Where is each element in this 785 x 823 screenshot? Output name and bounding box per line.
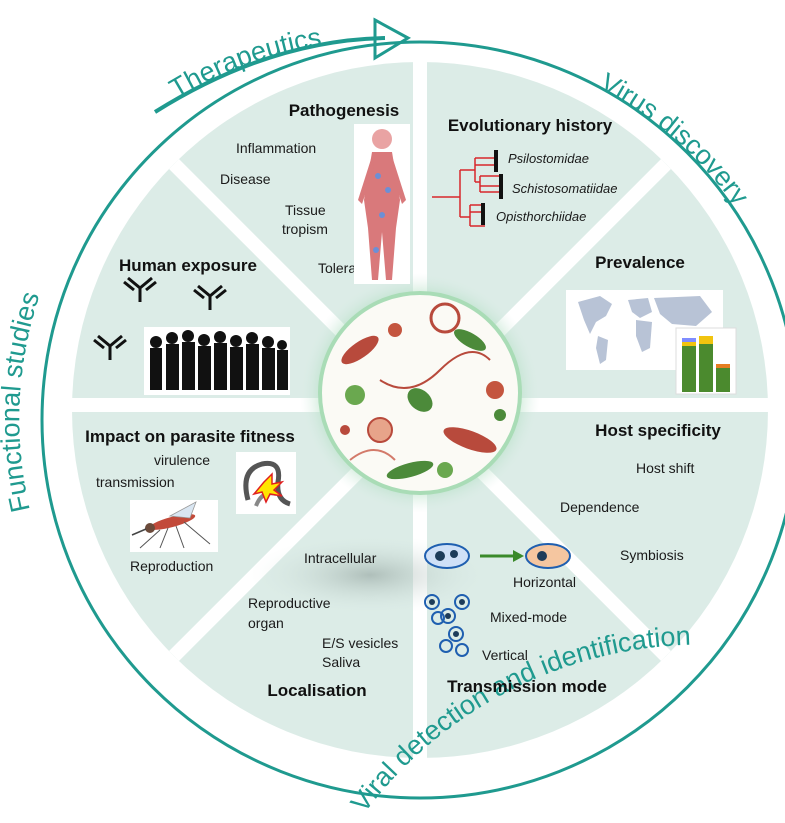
virus-particles-icon [429, 599, 465, 637]
vertical-transmission-icon [424, 594, 470, 657]
evolution-title: Evolutionary history [448, 116, 613, 135]
parasite-worm-icon [236, 452, 296, 514]
host-item-dependence: Dependence [560, 499, 640, 515]
pathogenesis-item-disease: Disease [220, 171, 271, 187]
clade-bar-3 [481, 203, 485, 225]
pathogenesis-title: Pathogenesis [289, 101, 400, 120]
label-functional-studies: Functional studies [0, 288, 45, 515]
prevalence-bar-chart-icon [675, 327, 737, 395]
microbe-illustration-icon [340, 302, 506, 480]
pathogenesis-item-tropism: tropism [282, 221, 328, 237]
localisation-item-organ: organ [248, 615, 284, 631]
outer-ring [40, 40, 785, 800]
pathogenesis-item-tissue: Tissue [285, 202, 326, 218]
localisation-title: Localisation [267, 681, 366, 700]
prevalence-title: Prevalence [595, 253, 685, 272]
antibody-icon [93, 276, 227, 360]
fitness-item-reproduction: Reproduction [130, 558, 213, 574]
transmission-item-mixed: Mixed-mode [490, 609, 567, 625]
parasite-fitness-title: Impact on parasite fitness [85, 427, 295, 446]
localisation-item-saliva: Saliva [322, 654, 360, 670]
transmission-title: Transmission mode [447, 677, 607, 696]
therapeutics-arrow-shaft [153, 36, 386, 114]
pathogenesis-item-inflammation: Inflammation [236, 140, 316, 156]
clade-bar-1 [494, 150, 498, 172]
localisation-item-es-vesicles: E/S vesicles [322, 635, 398, 651]
host-item-symbiosis: Symbiosis [620, 547, 684, 563]
therapeutics-arrow-head [373, 17, 412, 61]
host-specificity-title: Host specificity [595, 421, 721, 440]
phylogenetic-tree-icon [432, 157, 500, 227]
clade-bar-2 [499, 174, 503, 199]
localisation-item-reproductive: Reproductive [248, 595, 331, 611]
taxon-opisthorchiidae: Opisthorchiidae [496, 209, 586, 224]
fitness-item-transmission: transmission [96, 474, 175, 490]
fitness-item-virulence: virulence [154, 452, 210, 468]
localisation-item-intracellular: Intracellular [304, 550, 377, 566]
human-body-icon [354, 124, 410, 284]
host-item-shift: Host shift [636, 460, 694, 476]
taxon-schistosomatiidae: Schistosomatiidae [512, 181, 618, 196]
mosquito-icon [130, 500, 218, 552]
human-exposure-title: Human exposure [119, 256, 257, 275]
taxon-psilostomidae: Psilostomidae [508, 151, 589, 166]
horizontal-transmission-icon [424, 543, 571, 569]
transmission-item-horizontal: Horizontal [513, 574, 576, 590]
crowd-silhouette-icon [144, 327, 290, 395]
transmission-item-vertical: Vertical [482, 647, 528, 663]
